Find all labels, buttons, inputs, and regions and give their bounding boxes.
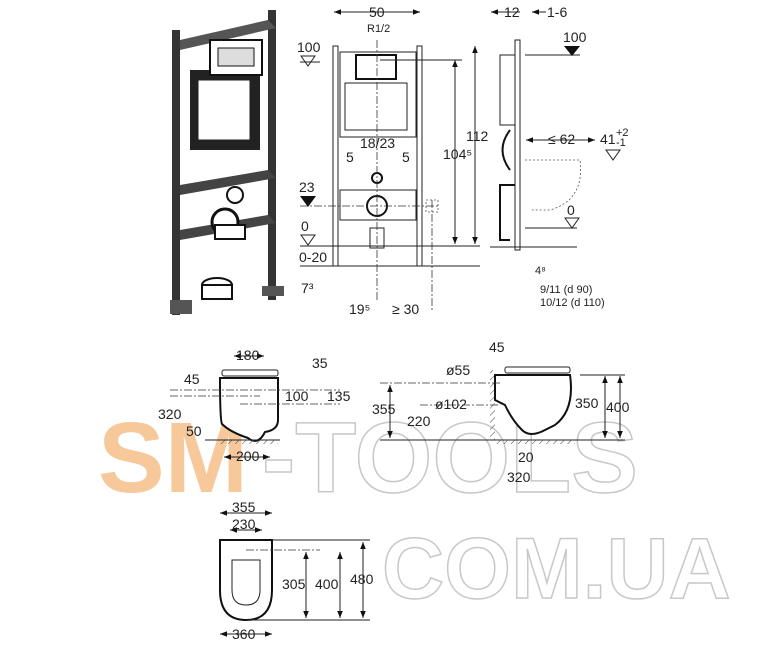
dim-offset-48: 4⁸ [535, 265, 546, 277]
watermark-tools: -TOOLS [262, 402, 638, 514]
bowl-side-350: 350 [575, 395, 599, 411]
bowl-side-20: 20 [518, 449, 534, 465]
level-marker-filled-icon [300, 196, 316, 207]
side-level-top: 100 [563, 29, 587, 45]
bowl-top-230: 230 [232, 516, 256, 532]
dim-seat-tol-minus: -1 [616, 137, 626, 149]
dim-frame-width: 50 [369, 4, 385, 20]
dim-max-62: ≤ 62 [548, 131, 575, 147]
side-level-0: 0 [567, 202, 575, 218]
dim-seat-height: 41 [600, 131, 616, 147]
level-marker-filled-icon [564, 46, 580, 56]
bowl-side-220: 220 [407, 413, 431, 429]
bowl-side-55: ø55 [446, 362, 470, 378]
bowl-top-400: 400 [315, 576, 339, 592]
bowl-front-50: 50 [186, 423, 202, 439]
level-marker-icon [605, 149, 621, 161]
bowl-front-100: 100 [285, 388, 309, 404]
dim-flush-spacing: 18/23 [360, 135, 395, 151]
bowl-front-135: 135 [327, 388, 351, 404]
level-top: 100 [297, 39, 321, 55]
bowl-top-480: 480 [350, 571, 374, 587]
dim-pipe-110: 10/12 (d 110) [540, 297, 605, 309]
bowl-side-45: 45 [489, 339, 505, 355]
dim-min-30: ≥ 30 [392, 301, 419, 317]
dim-adjust: 0-20 [299, 249, 327, 265]
dim-seat-tol-plus: +2 [616, 127, 629, 139]
dim-height-104: 104⁵ [443, 146, 472, 162]
dim-thread: R1/2 [367, 23, 390, 35]
level-marker-icon [564, 217, 580, 229]
dim-offset-19: 19⁵ [349, 301, 370, 317]
bowl-front-320: 320 [158, 406, 182, 422]
frame-front-view [300, 9, 480, 310]
level-23: 23 [299, 179, 315, 195]
dim-height-112: 112 [466, 128, 489, 144]
frame-3d-illustration [170, 10, 284, 315]
watermark-domain: COM.UA [382, 521, 731, 617]
bowl-front-45: 45 [184, 371, 200, 387]
level-0: 0 [301, 218, 309, 234]
dim-side-left: 5 [346, 149, 354, 165]
bowl-front-180: 180 [236, 347, 260, 363]
level-marker-icon [300, 234, 316, 246]
dim-range: 1-6 [547, 4, 567, 20]
bowl-top-view [219, 510, 370, 637]
bowl-top-355: 355 [232, 499, 256, 515]
bowl-front-view [170, 353, 340, 460]
bowl-front-200: 200 [236, 448, 260, 464]
frame-side-view [490, 9, 595, 251]
bowl-side-102: ø102 [435, 396, 467, 412]
dim-depth: 12 [504, 4, 520, 20]
bowl-front-35: 35 [312, 355, 328, 371]
dim-offset-7: 7³ [301, 280, 314, 296]
bowl-side-355: 355 [372, 401, 396, 417]
bowl-side-320: 320 [507, 469, 531, 485]
bowl-top-305: 305 [282, 576, 306, 592]
dim-side-right: 5 [402, 149, 410, 165]
dim-pipe-90: 9/11 (d 90) [540, 284, 592, 296]
bowl-side-400: 400 [606, 399, 630, 415]
bowl-top-360: 360 [232, 626, 256, 642]
bowl-side-view [380, 366, 625, 444]
level-marker-icon [300, 55, 316, 67]
